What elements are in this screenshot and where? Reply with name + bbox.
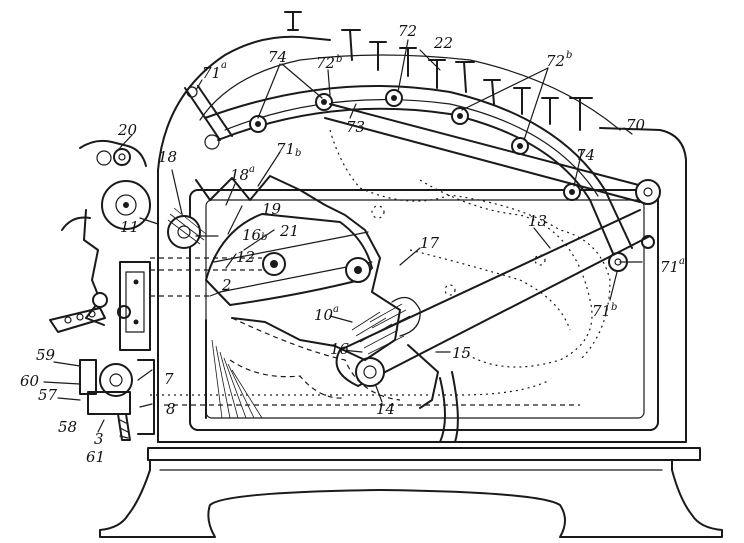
label-15: 15 — [452, 344, 471, 362]
machine-base — [99, 447, 723, 538]
label-7: 7 — [164, 370, 174, 388]
left-mechanism — [49, 139, 262, 351]
label-16b-sup: b — [261, 232, 267, 243]
label-71b-right: 71 — [592, 302, 611, 320]
label-13: 13 — [528, 212, 547, 230]
hidden-lines — [150, 129, 611, 406]
link-bars — [184, 85, 661, 272]
lever-13 — [335, 209, 651, 387]
label-18: 18 — [158, 148, 177, 166]
label-73: 73 — [346, 118, 365, 136]
label-71a-top: 71 — [202, 64, 221, 82]
label-71b-right-sup: b — [611, 302, 617, 313]
label-72-top: 72 — [398, 22, 417, 40]
gear-16 — [369, 296, 459, 443]
label-74-right: 74 — [576, 146, 595, 164]
label-20: 20 — [117, 121, 138, 139]
label-19: 19 — [262, 200, 282, 218]
label-3: 3 — [94, 430, 104, 448]
label-59: 59 — [36, 346, 56, 364]
label-72b-left: 72 — [316, 54, 335, 72]
label-18a-sup: a — [249, 164, 255, 175]
label-11: 11 — [120, 218, 139, 236]
label-10a: 10 — [314, 306, 334, 324]
label-71a-top-sup: a — [221, 60, 227, 71]
label-71b-left: 71 — [276, 140, 295, 158]
housing-frame — [157, 35, 687, 443]
label-22: 22 — [433, 34, 453, 52]
label-17: 17 — [420, 234, 440, 252]
label-57: 57 — [38, 386, 58, 404]
label-70: 70 — [626, 116, 646, 134]
label-16: 16 — [330, 340, 350, 358]
label-71a-right: 71 — [660, 258, 679, 276]
label-16b: 16 — [242, 226, 262, 244]
label-71a-right-sup: a — [679, 256, 685, 267]
label-2: 2 — [221, 276, 232, 294]
leader-lines — [97, 39, 643, 433]
lower-left-cluster — [43, 359, 155, 441]
sector-gear — [195, 175, 405, 419]
key-stems — [284, 11, 593, 131]
segment-arc — [204, 84, 633, 259]
label-72b-right-sup: b — [566, 50, 572, 61]
label-74-top: 74 — [268, 48, 287, 66]
label-18a: 18 — [230, 166, 249, 184]
label-8: 8 — [166, 400, 176, 418]
label-61: 61 — [86, 448, 105, 466]
label-72b-left-sup: b — [336, 54, 342, 65]
label-10a-sup: a — [333, 304, 339, 315]
label-71b-left-sup: b — [295, 148, 301, 159]
label-14: 14 — [376, 400, 395, 418]
reference-labels: 71 a 74 72 b 72 22 72 b 73 70 74 71 b 20… — [20, 22, 685, 466]
label-72b-right: 72 — [546, 52, 565, 70]
label-60: 60 — [20, 372, 40, 390]
label-21: 21 — [279, 222, 299, 240]
label-12: 12 — [236, 248, 255, 266]
label-58: 58 — [58, 418, 77, 436]
